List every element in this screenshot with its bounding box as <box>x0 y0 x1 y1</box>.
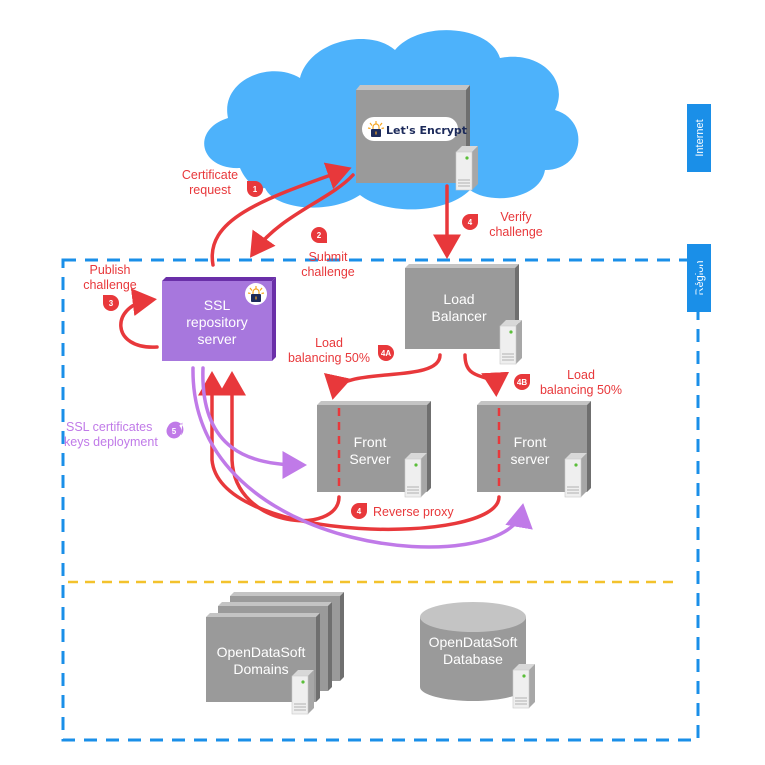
zone-tag-region: Région <box>687 244 711 312</box>
label-certificate-request-2: request <box>189 183 231 197</box>
label-load-balancing-4b-2: balancing 50% <box>540 383 622 397</box>
front-server-a[interactable]: Front Server <box>317 401 431 498</box>
server-tower-icon <box>404 452 428 498</box>
arrow-ssl-deploy-a <box>201 366 307 479</box>
badge-step-4-verify: 4 <box>462 214 478 230</box>
label-ssl-deployment-2: keys deployment <box>64 435 158 449</box>
ssl-repo-label-2: repository <box>186 314 247 330</box>
svg-text:4A: 4A <box>381 349 391 358</box>
opendatasoft-domains[interactable]: OpenDataSoft Domains <box>206 592 344 715</box>
badge-step-1: 1 <box>247 181 263 197</box>
svg-text:2: 2 <box>317 231 322 240</box>
front-server-b[interactable]: Front server <box>477 401 591 498</box>
svg-text:5: 5 <box>172 427 177 436</box>
svg-text:4: 4 <box>357 507 362 516</box>
database-label-1: OpenDataSoft <box>429 634 518 650</box>
opendatasoft-database[interactable]: OpenDataSoft Database <box>420 602 536 709</box>
lets-encrypt-server[interactable]: Let's Encrypt <box>356 85 479 191</box>
arrow-publish-challenge <box>119 288 159 349</box>
arrow-submit-challenge <box>249 173 355 258</box>
load-balancer-label-2: Balancer <box>431 308 487 324</box>
label-load-balancing-4a-1: Load <box>315 336 343 350</box>
badge-step-4-reverse-proxy: 4 <box>351 503 367 519</box>
label-load-balancing-4b-1: Load <box>567 368 595 382</box>
badge-step-5: 5 <box>166 421 184 439</box>
front-server-b-label-1: Front <box>514 434 547 450</box>
zone-label-region: Région <box>694 261 706 296</box>
ssl-repo-label-1: SSL <box>204 297 231 313</box>
label-verify-challenge-2: challenge <box>489 225 543 239</box>
arrow-load-balancing-4a <box>324 353 442 400</box>
front-server-a-label-2: Server <box>349 451 391 467</box>
badge-step-2: 2 <box>311 227 327 243</box>
label-certificate-request-1: Certificate <box>182 168 238 182</box>
load-balancer-label-1: Load <box>443 291 474 307</box>
database-label-2: Database <box>443 651 503 667</box>
domains-label-2: Domains <box>233 661 288 677</box>
svg-text:1: 1 <box>253 185 258 194</box>
server-tower-icon <box>455 145 479 191</box>
zone-tag-internet: Internet <box>687 104 711 172</box>
svg-text:3: 3 <box>109 299 114 308</box>
svg-text:4: 4 <box>468 218 473 227</box>
label-publish-challenge-2: challenge <box>83 278 137 292</box>
server-tower-icon <box>564 452 588 498</box>
ssl-repo-label-3: server <box>198 331 237 347</box>
label-publish-challenge-1: Publish <box>90 263 131 277</box>
label-reverse-proxy: Reverse proxy <box>373 505 454 519</box>
badge-step-4b: 4B <box>514 374 530 390</box>
server-tower-icon <box>291 669 315 715</box>
arrow-ssl-deploy-b <box>191 366 533 549</box>
domains-label-1: OpenDataSoft <box>217 644 306 660</box>
label-ssl-deployment-1: SSL certificates <box>66 420 152 434</box>
badge-step-3: 3 <box>103 295 119 311</box>
load-balancer[interactable]: Load Balancer <box>405 264 523 365</box>
arrow-load-balancing-4b <box>463 353 510 397</box>
front-server-a-label-1: Front <box>354 434 387 450</box>
label-load-balancing-4a-2: balancing 50% <box>288 351 370 365</box>
region-boundary <box>61 258 700 742</box>
server-tower-icon <box>512 663 536 709</box>
svg-text:4B: 4B <box>517 378 527 387</box>
arrow-certificate-request <box>210 162 352 267</box>
front-server-b-label-2: server <box>511 451 550 467</box>
arrow-reverse-proxy-b <box>198 371 501 532</box>
lets-encrypt-label: Let's Encrypt <box>386 124 467 137</box>
label-verify-challenge-1: Verify <box>500 210 532 224</box>
ssl-repository-server[interactable]: SSL repository server <box>162 277 276 361</box>
label-submit-challenge-1: Submit <box>309 250 348 264</box>
label-submit-challenge-2: challenge <box>301 265 355 279</box>
lets-encrypt-logo-pill <box>362 117 458 141</box>
server-tower-icon <box>499 319 523 365</box>
zone-label-internet: Internet <box>694 119 706 156</box>
badge-step-4a: 4A <box>378 345 394 361</box>
